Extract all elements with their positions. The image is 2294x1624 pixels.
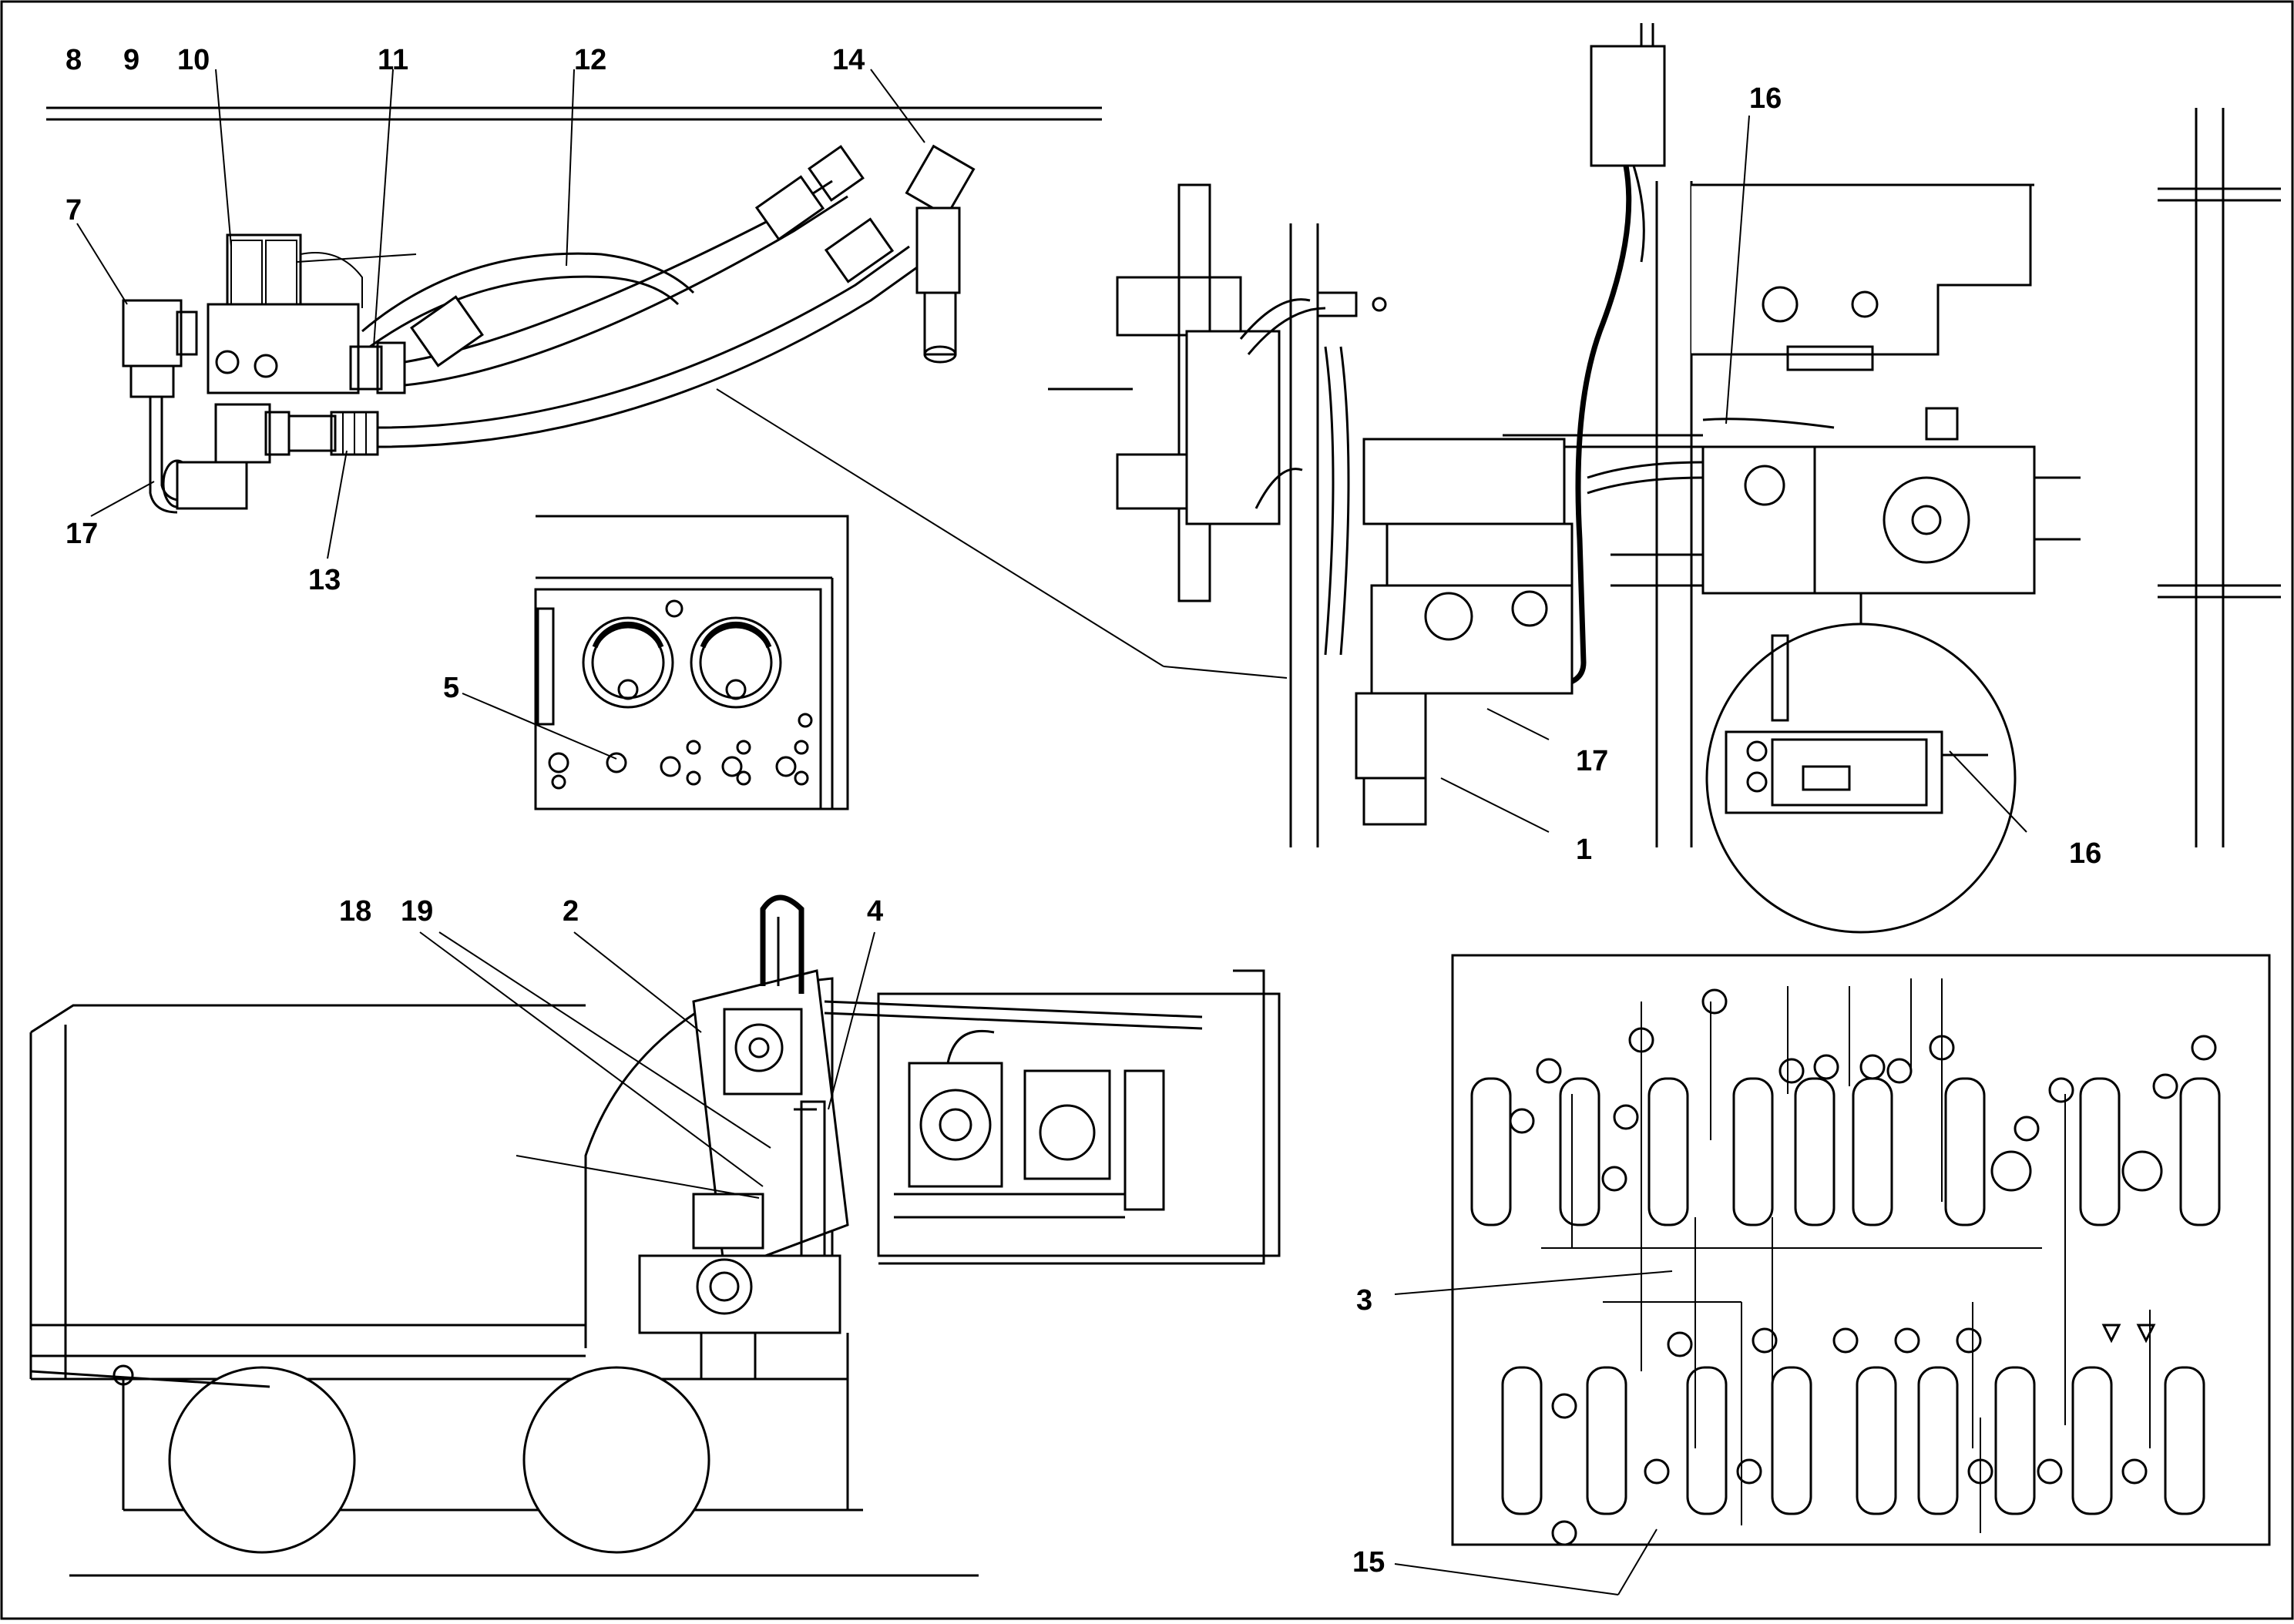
callout-1: 1: [1576, 834, 1592, 866]
callout-18: 18: [339, 895, 371, 928]
leader-lines: [76, 69, 2027, 1595]
valve-block-detail: [46, 106, 1102, 514]
truck-side-view: [29, 894, 1281, 1577]
control-panel-detail: [534, 515, 849, 810]
wiring-schematic: [1451, 954, 2271, 1546]
pump-installation-view: [1048, 23, 2281, 934]
callout-16: 16: [1749, 82, 1782, 115]
callout-8: 8: [65, 44, 82, 76]
callout-5: 5: [443, 672, 459, 704]
callout-14: 14: [832, 44, 865, 76]
callout-15: 15: [1352, 1546, 1385, 1579]
callout-3: 3: [1356, 1284, 1372, 1317]
callout-labels: 8 9 10 11 12 14 7 17 13 5 16 17 1 16 18 …: [65, 44, 2101, 1579]
callout-2: 2: [563, 895, 579, 928]
callout-7: 7: [65, 194, 82, 226]
callout-12: 12: [574, 44, 606, 76]
callout-19: 19: [401, 895, 433, 928]
callout-17: 17: [1576, 745, 1608, 777]
callout-9: 9: [123, 44, 139, 76]
callout-17: 17: [65, 518, 98, 550]
callout-13: 13: [308, 564, 341, 596]
callout-11: 11: [378, 44, 408, 76]
callout-10: 10: [177, 44, 210, 76]
callout-16: 16: [2069, 837, 2101, 870]
callout-4: 4: [867, 895, 883, 928]
